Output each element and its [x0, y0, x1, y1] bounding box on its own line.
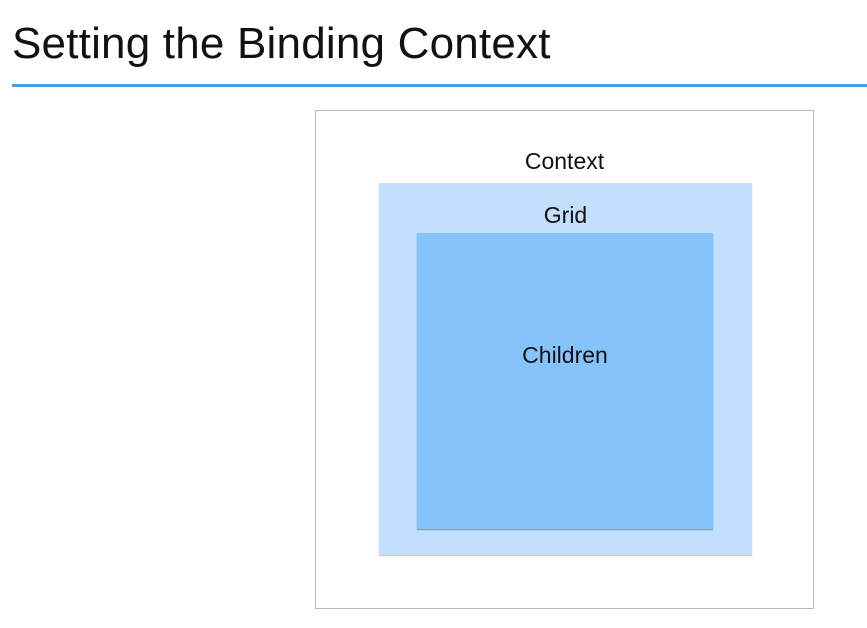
children-label: Children [522, 342, 608, 368]
context-label: Context [524, 148, 605, 174]
children-box: Children [417, 233, 713, 529]
grid-label: Grid [543, 202, 588, 228]
context-box: Context Grid Children [315, 110, 814, 609]
title-underline [12, 84, 867, 87]
slide-title: Setting the Binding Context [12, 19, 551, 68]
grid-box: Grid Children [379, 183, 752, 555]
